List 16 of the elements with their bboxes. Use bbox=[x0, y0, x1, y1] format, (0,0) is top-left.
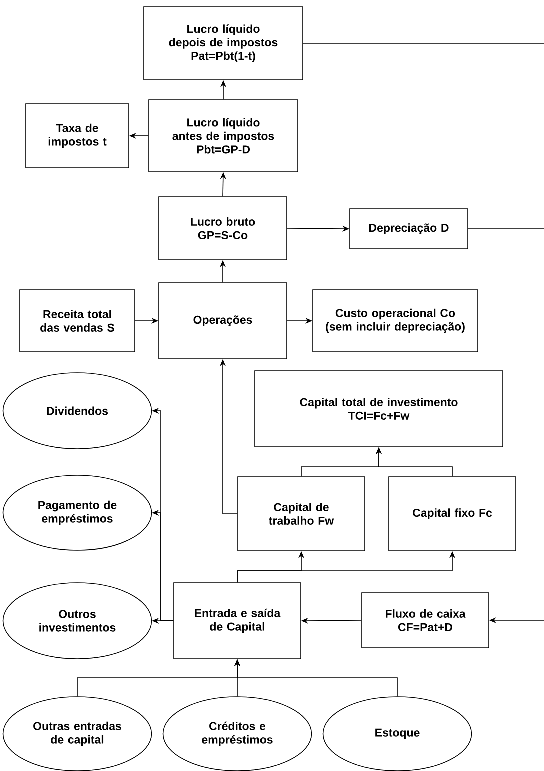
process-box: Taxa de impostos t bbox=[26, 104, 130, 168]
process-box: Operações bbox=[158, 282, 288, 360]
process-box: Custo operacional Co (sem incluir depreciação) bbox=[312, 290, 478, 352]
oval-node: Dividendos bbox=[2, 372, 152, 450]
oval-node: Outros investimentos bbox=[2, 582, 152, 660]
process-box: Capital total de investimento TCI=Fc+Fw bbox=[254, 370, 504, 448]
process-box: Lucro líquido antes de impostos Pbt=GP-D bbox=[148, 100, 298, 172]
process-box: Receita total das vendas S bbox=[20, 290, 136, 352]
process-box: Fluxo de caixa CF=Pat+D bbox=[362, 592, 490, 648]
process-box: Lucro líquido depois de impostos Pat=Pbt(1-t) bbox=[144, 6, 304, 80]
process-box: Lucro bruto GP=S-Co bbox=[158, 196, 288, 260]
process-box: Capital de trabalho Fw bbox=[238, 476, 366, 552]
process-box: Depreciação D bbox=[350, 208, 468, 250]
process-box: Entrada e saída de Capital bbox=[174, 582, 302, 660]
process-box: Capital fixo Fc bbox=[388, 476, 516, 552]
oval-node: Pagamento de empréstimos bbox=[2, 475, 152, 551]
